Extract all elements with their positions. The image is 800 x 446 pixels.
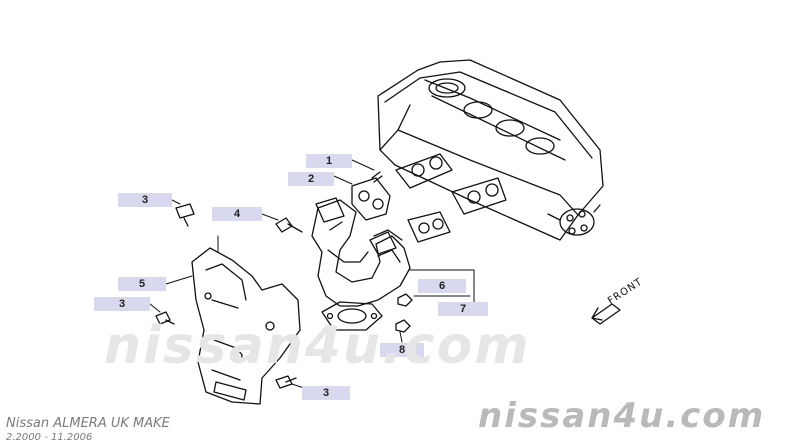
callout-number: 5 xyxy=(138,278,146,290)
callout-c3c: 3 xyxy=(302,386,350,400)
callout-c3b: 3 xyxy=(94,297,150,311)
callout-number: 1 xyxy=(325,155,333,167)
bolt-4 xyxy=(275,217,303,233)
callout-c5: 5 xyxy=(118,277,166,291)
callout-c1: 1 xyxy=(306,154,352,168)
callout-c4: 4 xyxy=(212,207,262,221)
callout-c7: 7 xyxy=(438,302,488,316)
front-arrow xyxy=(591,303,621,325)
heat-shield xyxy=(191,247,301,405)
callout-number: 3 xyxy=(118,298,126,310)
callout-number: 6 xyxy=(438,280,446,292)
manifold-gasket xyxy=(351,177,451,243)
callout-number: 7 xyxy=(459,303,467,315)
watermark-corner: nissan4u.com xyxy=(478,396,766,436)
shield-bolt-mid xyxy=(155,311,175,325)
callout-number: 4 xyxy=(233,208,241,220)
exhaust-manifold xyxy=(311,197,411,331)
model-period: 2.2000 - 11.2006 xyxy=(6,432,93,443)
callout-c8: 8 xyxy=(380,343,424,357)
callout-number: 3 xyxy=(322,387,330,399)
callout-c3a: 3 xyxy=(118,193,172,207)
callout-number: 2 xyxy=(307,173,315,185)
callout-number: 8 xyxy=(398,344,406,356)
manifold-stud xyxy=(371,171,383,183)
model-title: Nissan ALMERA UK MAKE xyxy=(6,416,170,431)
callout-c2: 2 xyxy=(288,172,334,186)
shield-bolt-bottom xyxy=(275,375,297,389)
shield-bolt-top xyxy=(175,203,195,227)
cylinder-head xyxy=(377,59,604,241)
callout-number: 3 xyxy=(141,194,149,206)
stud-and-nut xyxy=(395,293,413,333)
callout-c6: 6 xyxy=(418,279,466,293)
watermark-center: nissan4u.com xyxy=(104,316,531,376)
